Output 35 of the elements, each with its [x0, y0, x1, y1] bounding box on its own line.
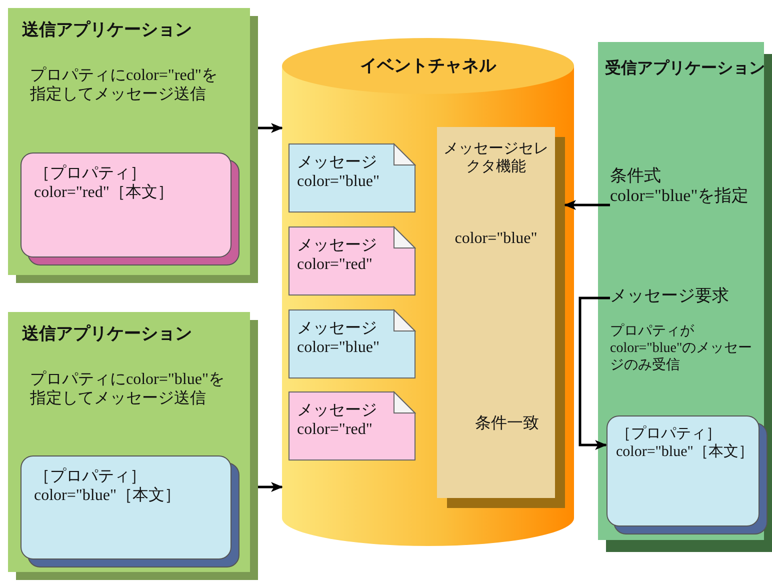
panel-title: 送信アプリケーション: [22, 324, 193, 344]
panel-title: 受信アプリケーション: [604, 58, 766, 78]
arrow: [258, 482, 283, 492]
channel-cylinder: [282, 38, 574, 548]
message-text: メッセージcolor="blue": [297, 153, 381, 192]
message-text: メッセージcolor="red": [297, 401, 378, 440]
message-text: ［プロパティ］color="blue"［本文］: [616, 425, 754, 461]
message-note: [288, 309, 416, 379]
message-text: メッセージcolor="blue": [297, 319, 381, 358]
selector-panel: [437, 127, 565, 508]
condition-text: 条件式color="blue"を指定: [610, 166, 760, 232]
request-text: メッセージ要求: [610, 286, 760, 312]
message-note: [288, 143, 416, 213]
message-card: [20, 455, 240, 568]
arrow: [258, 123, 283, 133]
application-panel: [8, 312, 258, 580]
panel-title: 送信アプリケーション: [22, 20, 193, 40]
selector-title: メッセージセレクタ機能: [442, 139, 550, 175]
arrow: [578, 296, 610, 450]
message-text: ［プロパティ］color="red"［本文］: [34, 164, 174, 202]
selector-condition: color="blue": [454, 229, 538, 248]
panel-text: プロパティにcolor="red"を指定してメッセージ送信: [30, 66, 218, 104]
edge-label: 条件一致: [474, 414, 540, 434]
application-panel: [598, 42, 772, 552]
message-card: [20, 152, 240, 266]
message-text: メッセージcolor="red": [297, 236, 378, 274]
message-text: ［プロパティ］color="blue"［本文］: [34, 467, 182, 506]
message-card: [606, 415, 768, 535]
application-panel: [8, 8, 258, 283]
message-note: [288, 391, 416, 461]
panel-text: プロパティにcolor="blue"を指定してメッセージ送信: [30, 370, 226, 408]
panel-text: プロパティがcolor="blue"のメッセージのみ受信: [610, 324, 754, 374]
channel-title: イベントチャネル: [359, 56, 498, 76]
message-note: [288, 226, 416, 296]
arrow: [564, 200, 610, 210]
